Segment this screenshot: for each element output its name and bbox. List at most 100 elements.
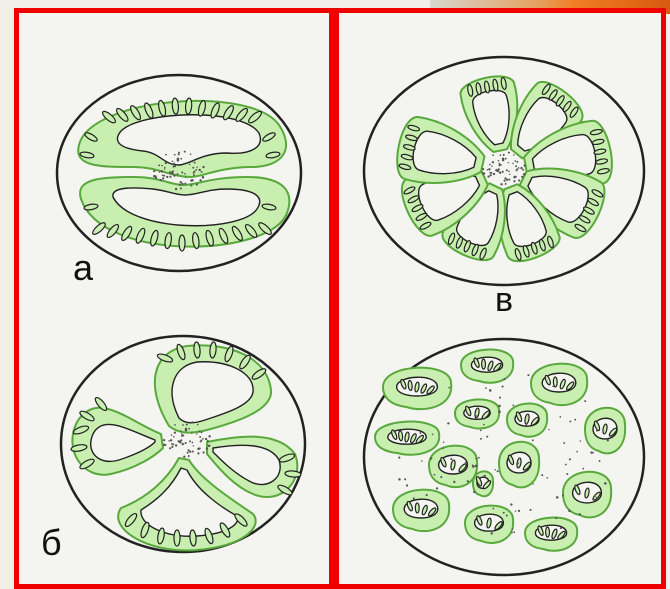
placenta-dot bbox=[182, 443, 184, 445]
placenta-dot bbox=[569, 458, 571, 460]
placenta-dot bbox=[201, 171, 203, 173]
placenta-dot bbox=[490, 172, 492, 174]
placenta-dot bbox=[183, 163, 184, 164]
placenta-dot bbox=[178, 152, 180, 154]
placenta-dot bbox=[196, 167, 197, 168]
placenta-dot bbox=[505, 158, 507, 160]
placenta-dot bbox=[493, 173, 495, 175]
placenta-dot bbox=[174, 432, 176, 434]
placenta-dot bbox=[516, 168, 518, 170]
placenta-dot bbox=[541, 474, 543, 476]
placenta-dot bbox=[518, 179, 520, 181]
placenta-dot bbox=[208, 444, 211, 447]
placenta-dot bbox=[453, 481, 455, 483]
placenta-dot bbox=[180, 158, 182, 160]
seed bbox=[398, 431, 403, 441]
placenta-dot bbox=[181, 435, 183, 437]
placenta-dot bbox=[500, 154, 502, 156]
placenta-dot bbox=[197, 452, 199, 454]
placenta-dot bbox=[590, 451, 592, 453]
placenta-dot bbox=[528, 468, 530, 470]
placenta-dot bbox=[207, 440, 209, 442]
right-panel: в bbox=[334, 8, 666, 589]
placenta-dot bbox=[548, 429, 549, 430]
placenta-dot bbox=[502, 171, 504, 173]
placenta-dot bbox=[594, 495, 596, 497]
placenta-dot bbox=[199, 436, 201, 438]
placenta-dot bbox=[563, 442, 565, 444]
placenta-dot bbox=[199, 169, 201, 171]
placenta-dot bbox=[565, 464, 567, 466]
placenta-dot bbox=[434, 474, 436, 476]
placenta-dot bbox=[487, 169, 489, 171]
placenta-dot bbox=[500, 183, 502, 185]
placenta-dot bbox=[194, 170, 196, 172]
placenta-dot bbox=[404, 478, 406, 480]
placenta-dot bbox=[190, 184, 192, 186]
placenta-dot bbox=[169, 447, 171, 449]
placenta-dot bbox=[559, 416, 561, 418]
placenta-dot bbox=[181, 433, 183, 435]
placenta-dot bbox=[486, 436, 488, 438]
placenta-dot bbox=[522, 169, 524, 171]
placenta-dot bbox=[153, 170, 155, 172]
placenta-dot bbox=[200, 180, 202, 182]
placenta-dot bbox=[508, 162, 509, 163]
placenta-dot bbox=[188, 428, 190, 430]
placenta-dot bbox=[607, 439, 609, 441]
placenta-dot bbox=[512, 163, 513, 164]
placenta-dot bbox=[503, 154, 505, 156]
placenta-dot bbox=[162, 177, 164, 179]
placenta-dot bbox=[181, 183, 183, 185]
placenta-dot bbox=[170, 439, 172, 441]
placenta-dot bbox=[516, 161, 518, 163]
placenta-dot bbox=[187, 452, 189, 454]
placenta-dot bbox=[513, 531, 515, 533]
placenta-dot bbox=[530, 509, 532, 511]
placenta-dot bbox=[163, 439, 165, 441]
placenta-dot bbox=[164, 168, 165, 169]
placenta-dot bbox=[166, 176, 168, 178]
placenta-dot bbox=[197, 424, 199, 426]
placenta-dot bbox=[498, 168, 500, 170]
left-panel: а б bbox=[14, 8, 334, 589]
placenta-dot bbox=[473, 491, 475, 493]
placenta-dot bbox=[508, 170, 510, 172]
placenta-dot bbox=[447, 422, 449, 424]
placenta-dot bbox=[193, 174, 195, 176]
placenta-dot bbox=[489, 174, 491, 176]
placenta-dot bbox=[580, 440, 581, 441]
placenta-dot bbox=[509, 174, 510, 175]
placenta-dot bbox=[596, 497, 598, 499]
placenta-dot bbox=[552, 386, 554, 388]
placenta-dot bbox=[169, 176, 171, 178]
placenta-dot bbox=[524, 164, 526, 166]
placenta-dot bbox=[172, 160, 174, 162]
placenta-dot bbox=[515, 176, 517, 178]
label-v: в bbox=[495, 283, 513, 317]
placenta-dot bbox=[184, 151, 186, 153]
placenta-dot bbox=[491, 532, 493, 534]
placenta-dot bbox=[576, 451, 578, 453]
placenta-dot bbox=[569, 420, 571, 422]
placenta-dot bbox=[497, 470, 499, 472]
placenta-dot bbox=[195, 169, 197, 171]
placenta-dot bbox=[556, 496, 559, 499]
placenta-dot bbox=[596, 430, 598, 432]
placenta-dot bbox=[450, 458, 452, 460]
placenta-dot bbox=[159, 171, 161, 173]
placenta-dot bbox=[485, 387, 487, 389]
placenta-dot bbox=[512, 528, 514, 530]
diagram-b bbox=[57, 330, 309, 562]
placenta-dot bbox=[171, 172, 174, 175]
placenta-dot bbox=[183, 455, 185, 457]
placenta-dot bbox=[168, 440, 170, 442]
placenta-dot bbox=[202, 451, 204, 453]
placenta-dot bbox=[499, 397, 501, 399]
placenta-dot bbox=[512, 404, 514, 406]
placenta-dot bbox=[582, 468, 584, 470]
placenta-dot bbox=[419, 432, 421, 434]
placenta-dot bbox=[498, 160, 500, 162]
placenta-dot bbox=[169, 171, 171, 173]
placenta-dot bbox=[555, 517, 557, 519]
